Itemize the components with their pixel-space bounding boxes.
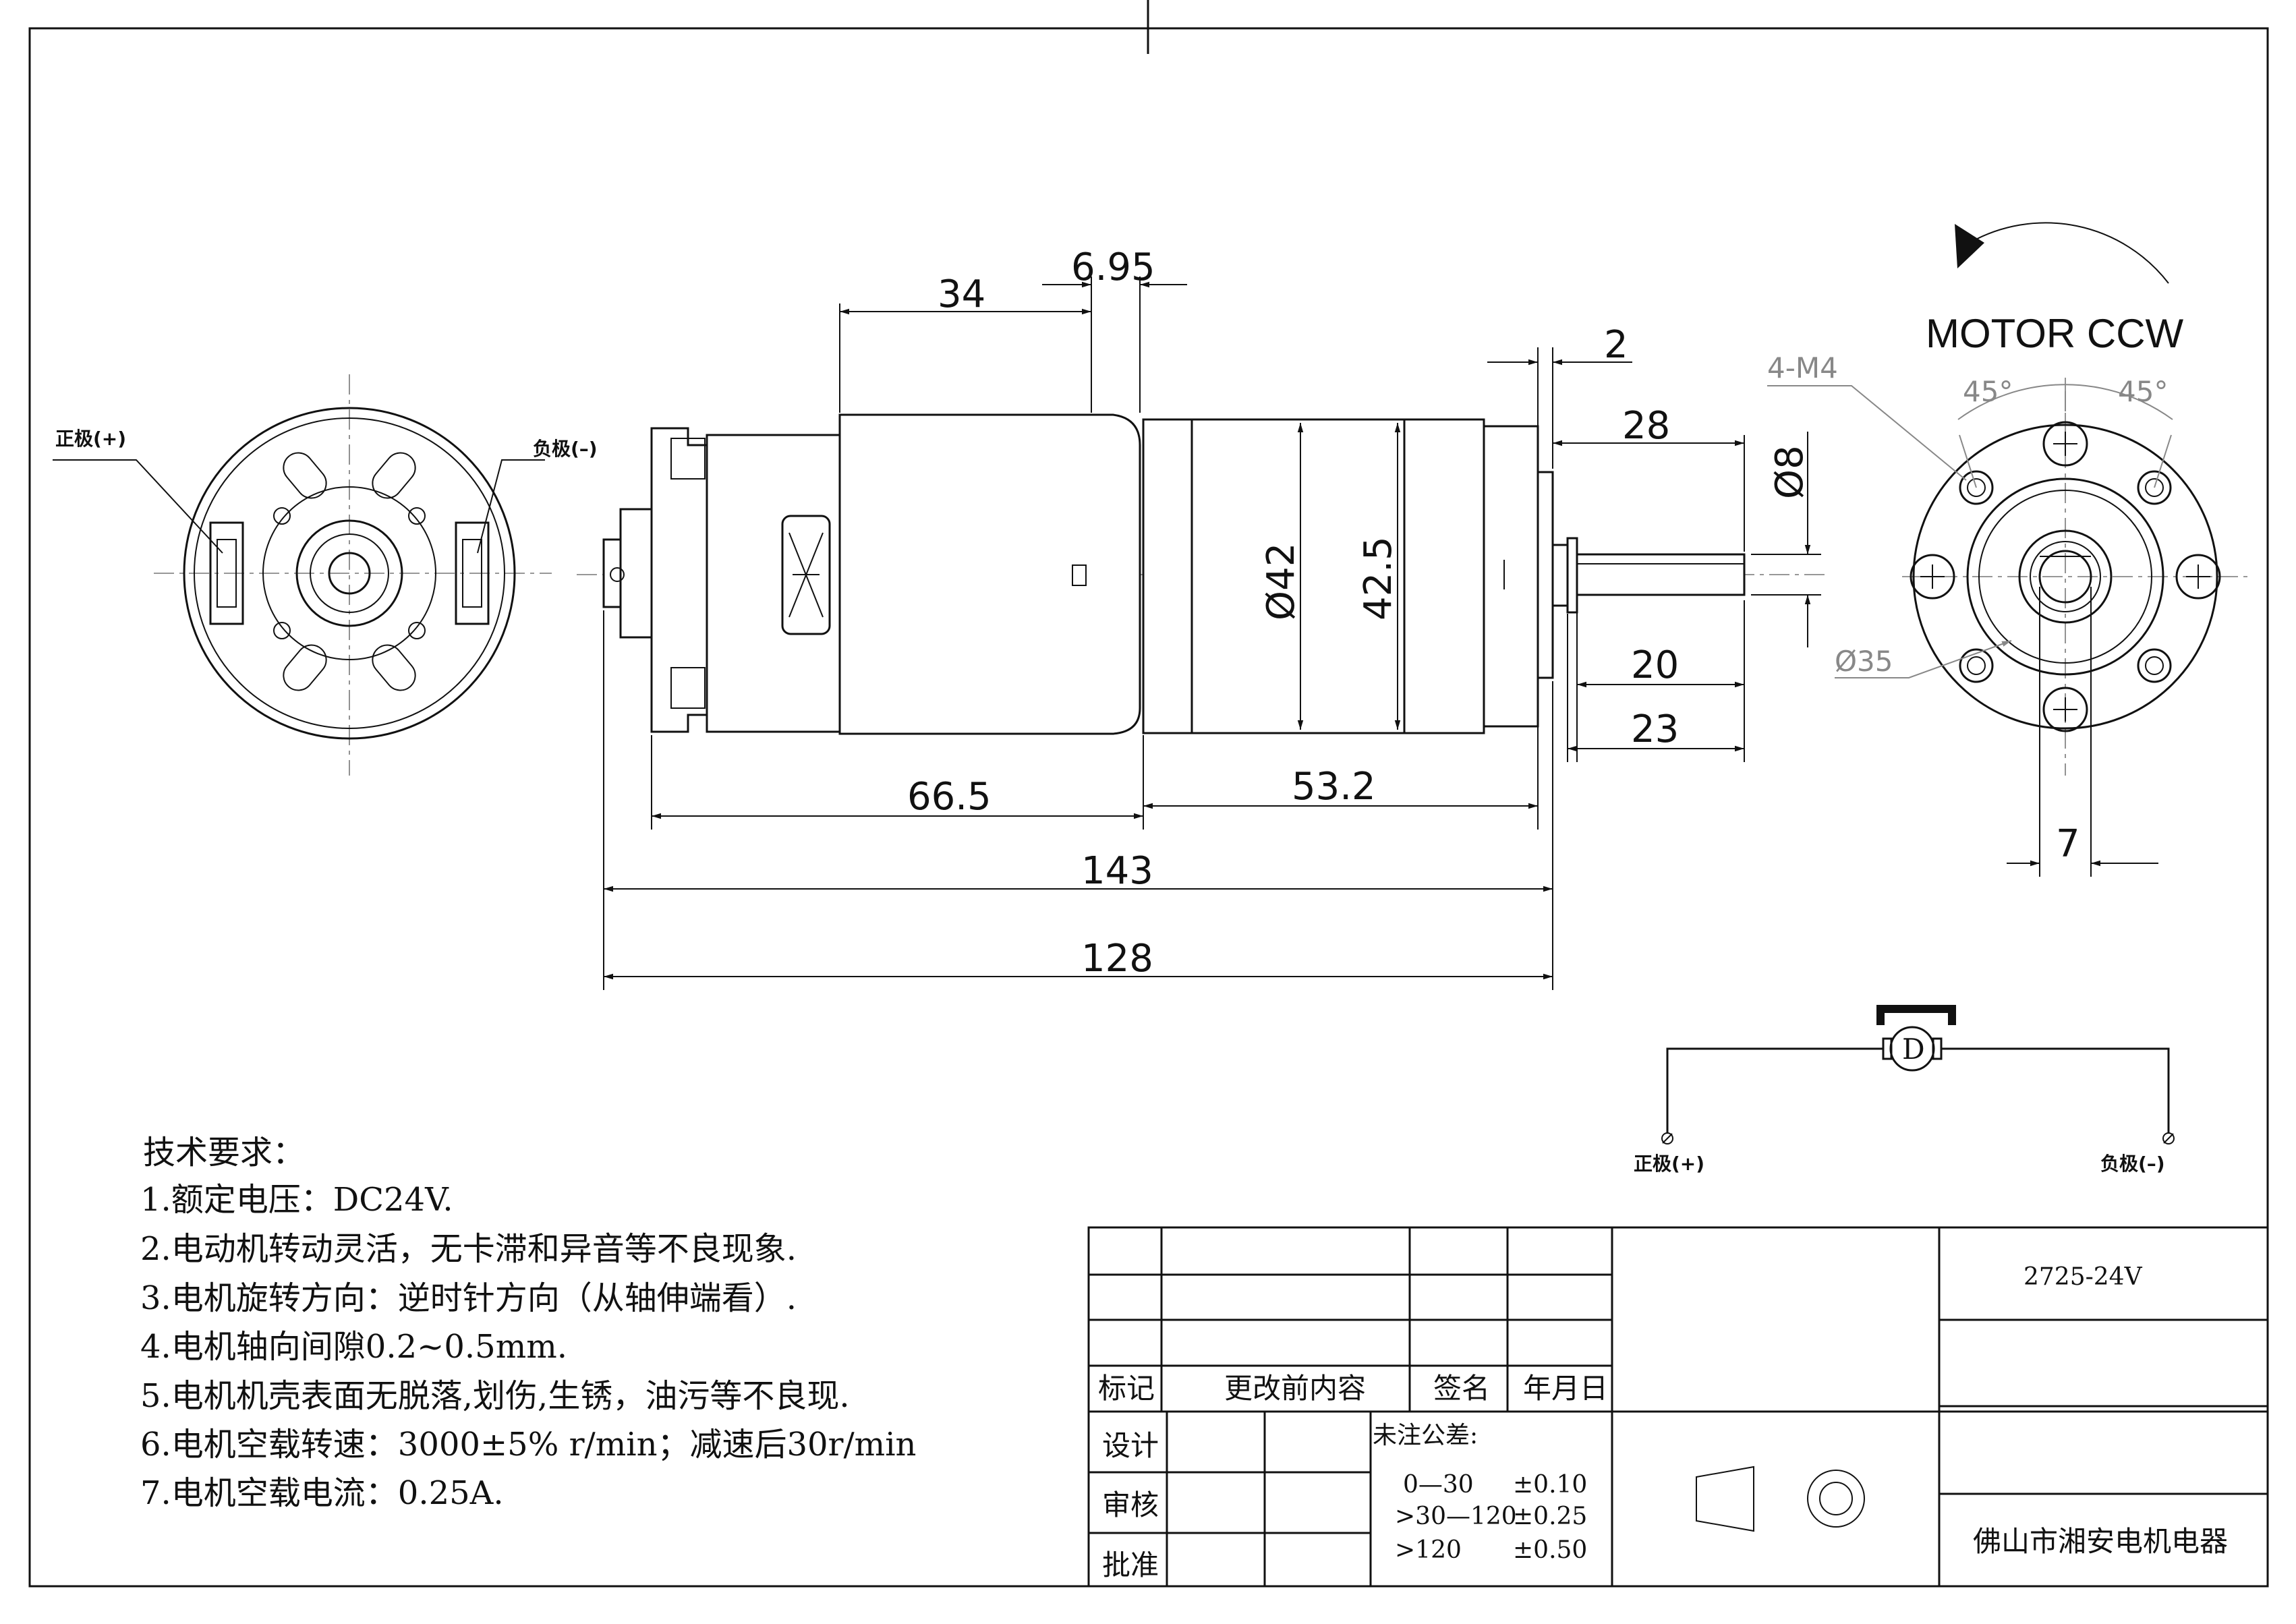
- dim-shaft-dia-8: Ø8: [1768, 445, 1812, 499]
- dim-2: 2: [1604, 323, 1628, 367]
- dim-20: 20: [1631, 643, 1679, 687]
- tb-col-date: 年月日: [1523, 1372, 1608, 1405]
- note-item: 1.额定电压：DC24V.: [140, 1181, 453, 1219]
- dim-angle-45-left: 45°: [1963, 375, 2013, 408]
- front-positive-label: 正极(+): [55, 428, 126, 450]
- dim-angle-45-right: 45°: [2118, 375, 2168, 408]
- note-item: 2.电动机转动灵活，无卡滞和异音等不良现象.: [140, 1230, 797, 1268]
- dim-4-m4: 4-M4: [1767, 351, 1838, 384]
- tb-tol-value: ±0.10: [1513, 1471, 1587, 1499]
- dim-dia-42: Ø42: [1259, 543, 1303, 620]
- tb-tol-value: ±0.25: [1513, 1503, 1587, 1530]
- note-item: 7.电机空载电流：0.25A.: [140, 1474, 504, 1512]
- dim-6-95: 6.95: [1071, 245, 1155, 289]
- tb-tol-range: >120: [1395, 1536, 1462, 1564]
- tb-col-change: 更改前内容: [1224, 1372, 1366, 1405]
- dim-53-2: 53.2: [1292, 765, 1376, 809]
- output-end-view: [1767, 222, 2253, 877]
- dim-128: 128: [1081, 937, 1153, 981]
- note-item: 3.电机旋转方向：逆时针方向（从轴伸端看）.: [140, 1279, 797, 1317]
- dim-34: 34: [938, 272, 985, 316]
- dim-143: 143: [1081, 849, 1153, 893]
- dim-28: 28: [1622, 404, 1670, 448]
- dim-23: 23: [1631, 707, 1679, 751]
- front-negative-label: 负极(–): [533, 438, 598, 460]
- dim-7: 7: [2056, 822, 2080, 866]
- tb-col-sign: 签名: [1433, 1372, 1490, 1405]
- schematic-negative-label: 负极(–): [2100, 1153, 2165, 1175]
- notes-title: 技术要求：: [143, 1134, 305, 1171]
- schematic-positive-label: 正极(+): [1634, 1153, 1704, 1175]
- title-block: [1087, 1226, 2269, 1588]
- tb-tolerance-title: 未注公差:: [1373, 1422, 1478, 1449]
- note-item: 6.电机空载转速：3000±5% r/min；减速后30r/min: [140, 1426, 916, 1463]
- note-item: 5.电机机壳表面无脱落,划伤,生锈，油污等不良现.: [140, 1377, 850, 1415]
- motor-symbol-letter: D: [1902, 1033, 1925, 1066]
- tb-row-review: 审核: [1102, 1488, 1159, 1521]
- tb-tol-value: ±0.50: [1513, 1536, 1587, 1564]
- side-dimensions: [603, 277, 1821, 990]
- tb-tol-range: >30—120: [1395, 1503, 1517, 1530]
- dim-66-5: 66.5: [907, 775, 992, 819]
- tb-company-name: 佛山市湘安电机电器: [1973, 1525, 2228, 1558]
- tb-model-number: 2725-24V: [2024, 1263, 2143, 1291]
- dim-42-5: 42.5: [1356, 536, 1400, 620]
- tb-row-approve: 批准: [1102, 1548, 1159, 1582]
- dim-dia-35: Ø35: [1835, 645, 1893, 678]
- technical-requirements: 技术要求： 1.额定电压：DC24V. 2.电动机转动灵活，无卡滞和异音等不良现…: [140, 1134, 916, 1512]
- tb-row-design: 设计: [1102, 1429, 1159, 1462]
- wiring-schematic: [1661, 1005, 2175, 1144]
- tb-col-mark: 标记: [1098, 1372, 1155, 1405]
- motor-ccw-label: MOTOR CCW: [1926, 311, 2184, 356]
- rear-end-view: [53, 374, 552, 776]
- tb-tol-range: 0—30: [1403, 1471, 1474, 1499]
- note-item: 4.电机轴向间隙0.2~0.5mm.: [140, 1328, 567, 1366]
